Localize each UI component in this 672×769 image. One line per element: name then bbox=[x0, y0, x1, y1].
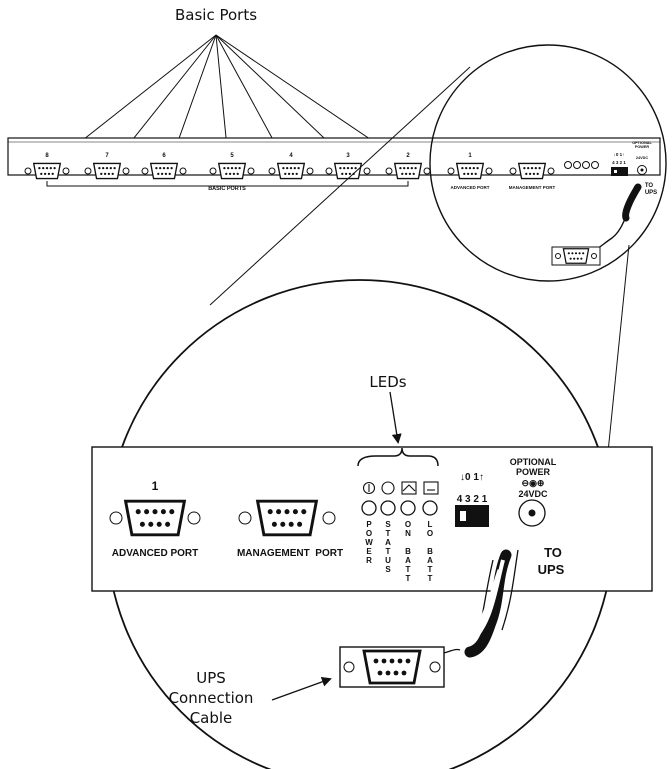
top-dip-arrows: ↓0 1↑ bbox=[614, 152, 625, 157]
led-label-letter: O bbox=[405, 520, 411, 529]
top-dip-switch bbox=[611, 167, 628, 176]
port-number-5: 5 bbox=[230, 153, 234, 159]
top-24vdc-label: 24VDC bbox=[636, 156, 648, 160]
zoom-advanced-port bbox=[109, 499, 201, 537]
led-label-letter: T bbox=[386, 547, 391, 556]
leds-arrow bbox=[389, 391, 402, 444]
zoom-power-label: POWER bbox=[516, 467, 551, 477]
zoom-labels: 1 ADVANCED PORT MANAGEMENT PORT OPTIONAL… bbox=[112, 457, 565, 577]
basic-ports-bracket bbox=[46, 181, 409, 187]
led-label-letter: B bbox=[427, 547, 433, 556]
zoom-to-label: TO bbox=[544, 545, 562, 560]
zoom-power-symbol: ⊖◉⊕ bbox=[522, 478, 545, 488]
zoom-cable-connector bbox=[339, 646, 445, 688]
zoom-led-icons bbox=[362, 481, 439, 495]
leds-callout: LEDs bbox=[369, 373, 406, 391]
led-label-letter: O bbox=[366, 529, 372, 538]
port-number-6: 6 bbox=[162, 153, 166, 159]
zoom-dip-switch bbox=[455, 505, 489, 527]
port-number-4: 4 bbox=[289, 153, 293, 159]
basic-ports-callout: Basic Ports bbox=[175, 6, 257, 24]
zoom-ups-label: UPS bbox=[538, 562, 565, 577]
cable-callout-line2: Connection bbox=[169, 689, 254, 707]
top-to-label: TO bbox=[645, 183, 654, 189]
led-label-letter: T bbox=[428, 574, 433, 583]
callout-labels: Basic Ports LEDs UPS Connection Cable bbox=[169, 6, 407, 727]
led-label-letter: O bbox=[427, 529, 433, 538]
tangent-left bbox=[209, 66, 471, 306]
led-label-letter: T bbox=[406, 565, 411, 574]
zoom-management-port bbox=[238, 499, 336, 537]
zoom-dip-arrows: ↓0 1↑ bbox=[460, 472, 484, 483]
zoom-24vdc-label: 24VDC bbox=[518, 489, 548, 499]
zoom-optional-label: OPTIONAL bbox=[510, 457, 557, 467]
led-label-letter: B bbox=[405, 547, 411, 556]
led-label-letter: N bbox=[405, 529, 411, 538]
port-number-2: 2 bbox=[406, 153, 410, 159]
top-optional-label: OPTIONAL bbox=[632, 141, 652, 145]
top-dip-numbers: 4 3 2 1 bbox=[612, 160, 626, 165]
cable-arrow bbox=[271, 677, 332, 701]
top-panel-leds bbox=[564, 161, 599, 169]
led-label-letter: A bbox=[427, 556, 433, 565]
led-label-letter: R bbox=[366, 556, 372, 565]
zoom-advanced-label: ADVANCED PORT bbox=[112, 548, 198, 559]
top-management-label: MANAGEMENT PORT bbox=[509, 185, 556, 190]
tangent-right bbox=[606, 244, 630, 463]
led-label-letter: T bbox=[406, 574, 411, 583]
zoom-leds bbox=[361, 500, 438, 516]
led-label-letter: P bbox=[366, 520, 372, 529]
top-advanced-number: 1 bbox=[468, 153, 472, 159]
zoom-management-label: MANAGEMENT PORT bbox=[237, 548, 343, 559]
top-power-label: POWER bbox=[635, 145, 650, 149]
zoom-circle-small bbox=[429, 44, 667, 282]
led-label-letter: L bbox=[428, 520, 433, 529]
leds-brace bbox=[357, 447, 439, 467]
led-label-letter: E bbox=[366, 547, 372, 556]
led-label-letter: W bbox=[365, 538, 373, 547]
cable-callout-line3: Cable bbox=[190, 709, 233, 727]
zoom-advanced-number: 1 bbox=[152, 479, 159, 493]
led-label-letter: U bbox=[385, 556, 391, 565]
basic-ports-label: BASIC PORTS bbox=[208, 186, 246, 192]
led-label-letter: A bbox=[385, 538, 391, 547]
port-number-3: 3 bbox=[346, 153, 350, 159]
led-label-letter: T bbox=[428, 565, 433, 574]
top-panel-labels: 8 7 6 5 4 3 2 1 BASIC PORTS ADVANCED POR… bbox=[45, 141, 657, 196]
led-label-letter: A bbox=[405, 556, 411, 565]
port-number-8: 8 bbox=[45, 153, 49, 159]
zoom-panel bbox=[91, 446, 653, 592]
port-number-7: 7 bbox=[105, 153, 109, 159]
top-advanced-label: ADVANCED PORT bbox=[451, 185, 490, 190]
basic-ports-row bbox=[24, 162, 555, 180]
led-label-letter: S bbox=[385, 520, 391, 529]
cable-callout-line1: UPS bbox=[196, 669, 226, 687]
led-label-letter: T bbox=[386, 529, 391, 538]
led-label-letter: S bbox=[385, 565, 391, 574]
top-ups-label: UPS bbox=[645, 190, 657, 196]
zoom-dip-numbers: 4 3 2 1 bbox=[457, 494, 488, 505]
